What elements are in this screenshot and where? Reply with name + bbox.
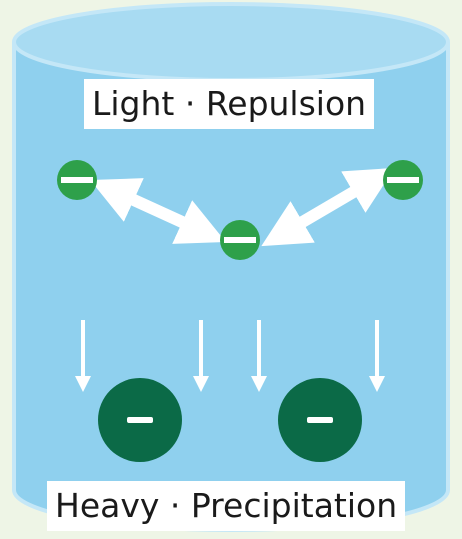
minus-sign [307,417,333,423]
minus-sign [387,177,419,183]
heavy-precipitation-label: Heavy · Precipitation [47,481,406,531]
precipitation-arrows [75,320,385,392]
minus-sign [224,237,256,243]
heavy-particle [98,378,182,462]
light-particle [383,160,423,200]
cylinder-top-rim [12,2,450,82]
light-particles [57,160,423,260]
repulsion-arrow-left [90,178,226,244]
light-particle [220,220,260,260]
repulsion-arrow-right [261,167,395,247]
light-repulsion-label: Light · Repulsion [84,79,375,129]
heavy-particles [98,378,362,462]
repulsion-arrows [90,167,395,247]
minus-sign [61,177,93,183]
light-particle [57,160,97,200]
minus-sign [127,417,153,423]
heavy-particle [278,378,362,462]
